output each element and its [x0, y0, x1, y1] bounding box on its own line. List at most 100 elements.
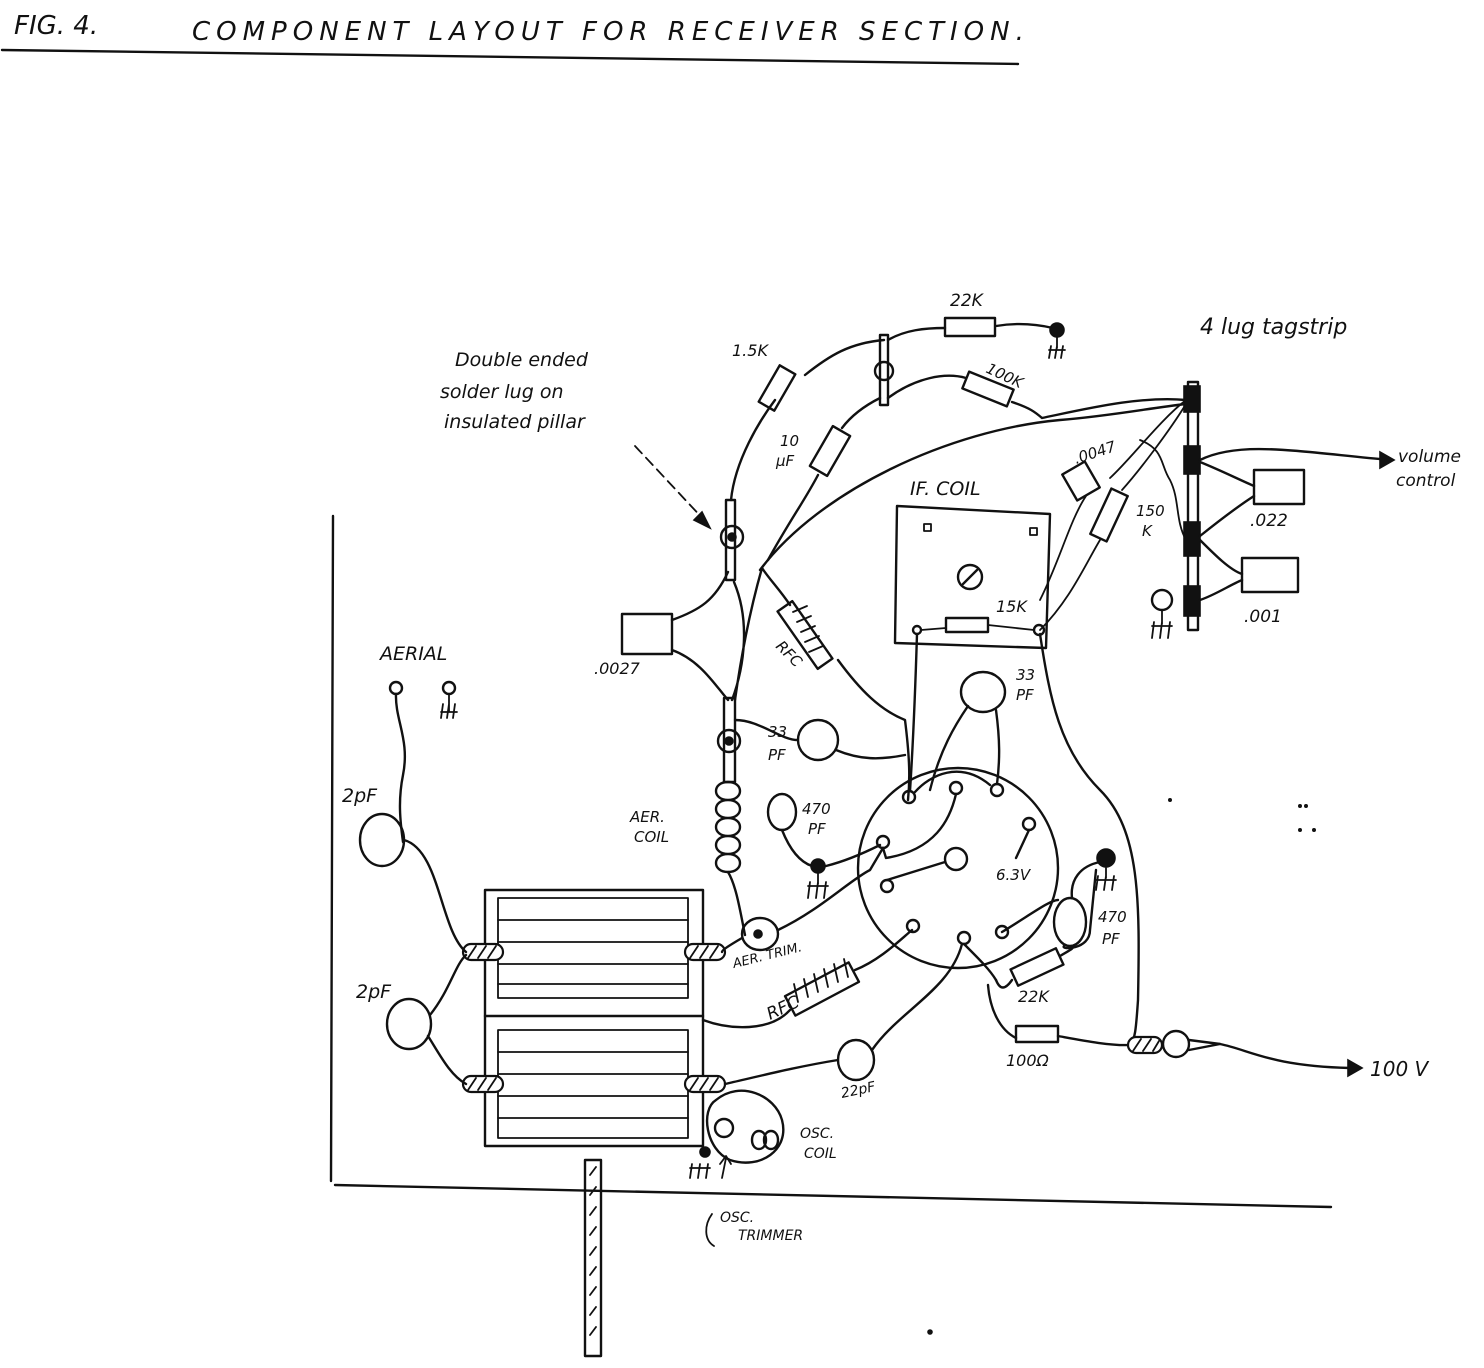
aerial-trimmer-screw [753, 929, 763, 939]
osc-coil-winding [750, 1129, 780, 1151]
valve-socket [856, 766, 1060, 970]
aer-coil-label-1: AER. [629, 808, 665, 826]
hv-arrowhead [1347, 1058, 1364, 1078]
capacitor-22pf-value: 22pF [840, 1079, 878, 1102]
earth-symbol-osc [689, 1163, 711, 1179]
wire-aerial-to-2pf [394, 692, 407, 844]
capacitor-470pf-left [766, 792, 798, 832]
title-underline [0, 48, 1020, 66]
resistor-22k-top-value: 22K [950, 291, 985, 311]
chassis-bottom-edge [333, 1183, 1333, 1209]
rfc-choke-lower-winding [793, 958, 849, 1003]
capacitor-10uf [808, 424, 852, 478]
wire-100ohm-to-hv [1056, 1034, 1132, 1047]
wire-if-to-socket [908, 632, 919, 793]
wire-socket-to-100ohm [986, 983, 1018, 1040]
wire-hv-out [1218, 1042, 1352, 1070]
resistor-22k-bottom [1009, 947, 1065, 987]
resistor-1-5k-value: 1.5K [732, 341, 769, 360]
tagstrip [1183, 380, 1201, 632]
wire-470pf-left [780, 828, 882, 868]
capacitor-22pf [836, 1038, 876, 1082]
earth-symbol-right [1095, 867, 1117, 891]
2pf-top-value: 2pF [342, 785, 378, 807]
earth-symbol-aer [807, 872, 829, 899]
tagstrip-label: 4 lug tagstrip [1200, 315, 1347, 340]
wire-socket-to-22k [962, 898, 1060, 982]
wire-100k [886, 374, 1188, 420]
volume-arrowhead [1379, 450, 1396, 470]
wire-22pf [723, 942, 964, 1086]
rfc-choke-lower [783, 961, 861, 1017]
capacitor-470pf-right-value-2: PF [1102, 930, 1120, 948]
resistor-22k-bottom-value: 22K [1018, 987, 1050, 1006]
wire-pillars-link [730, 566, 764, 702]
wire-tagstrip-drop [1139, 439, 1187, 541]
capacitor-0027-value: .0027 [594, 659, 641, 678]
resistor-150k-value-1: 150 [1136, 502, 1165, 520]
tuning-capacitor-gang [461, 888, 727, 1148]
capacitor-33pf-left [796, 718, 840, 762]
earth-symbol-tagstrip [1151, 609, 1173, 639]
aerial-trimmer [740, 916, 780, 952]
if-coil-pin-left [911, 624, 923, 636]
earth-lug-right [1096, 848, 1116, 868]
aer-coil-label-2: COIL [634, 828, 669, 846]
resistor-15k-value: 15K [996, 597, 1028, 616]
rfc-choke-upper [776, 599, 834, 671]
earth-symbol-top [1048, 336, 1066, 359]
wire-volume-control [1198, 447, 1392, 462]
annotation-pillar-line2: solder lug on [440, 381, 564, 403]
wire-33pf-left [733, 718, 907, 760]
heater-label: 6.3V [996, 866, 1032, 884]
capacitor-022-value: .022 [1250, 511, 1288, 531]
wire-pillar-to-tagstrip [758, 402, 1188, 572]
annotation-arrow [634, 445, 707, 523]
osc-trimmer-leader [705, 1213, 715, 1247]
wire-trim-to-socket [776, 846, 885, 932]
resistor-100k [961, 370, 1015, 408]
wire-022 [1198, 460, 1256, 538]
osc-pointer-arrow [719, 1155, 732, 1179]
paper-specks [927, 797, 1317, 1335]
solder-lug-pillar-top [873, 333, 895, 407]
capacitor-470pf-right-value-1: 470 [1098, 908, 1127, 926]
if-coil-can [893, 504, 1052, 650]
capacitor-470pf-right [1052, 896, 1088, 948]
earth-lug-top [1049, 322, 1065, 338]
wire-rfc-lower [701, 928, 914, 1029]
capacitor-0047 [1061, 460, 1101, 502]
figure-number: FIG. 4. [14, 11, 98, 41]
aerial-terminals [388, 680, 458, 719]
aer-trim-label: AER. TRIM. [730, 940, 803, 972]
wire-470pf-right [1062, 860, 1102, 950]
2pf-capacitor-top [358, 812, 406, 868]
solder-lug-pillar-upper [719, 498, 745, 582]
wire-0027 [670, 570, 730, 702]
capacitor-0047-value: .0047 [1072, 437, 1119, 468]
wire-22k-bottom [994, 944, 1074, 989]
capacitor-10uf-value-1: 10 [780, 432, 799, 450]
hv-solder-lug [1126, 1029, 1222, 1059]
annotation-pillar-line3: insulated pillar [444, 411, 586, 433]
osc-trimmer-label-2: TRIMMER [738, 1228, 803, 1244]
capacitor-022 [1252, 468, 1306, 506]
resistor-100ohm [1014, 1024, 1060, 1044]
resistor-22k-top [943, 316, 997, 338]
wire-10uf [766, 396, 882, 562]
resistor-150k [1089, 487, 1129, 543]
if-coil-label: IF. COIL [910, 478, 981, 500]
osc-coil-core [713, 1117, 735, 1139]
volume-control-label-1: volume [1398, 447, 1461, 467]
osc-coil-label-2: COIL [804, 1146, 837, 1162]
2pf-capacitor-bottom [385, 997, 433, 1051]
valve-socket-pins [875, 780, 1037, 946]
resistor-15k [944, 616, 990, 634]
capacitor-001 [1240, 556, 1300, 594]
capacitor-33pf-left-value-2: PF [768, 746, 786, 764]
wire-if-to-hv [1038, 632, 1140, 1047]
capacitor-0027 [620, 612, 674, 656]
osc-trimmer-label-1: OSC. [720, 1210, 754, 1226]
wire-rfc-upper [760, 566, 911, 802]
